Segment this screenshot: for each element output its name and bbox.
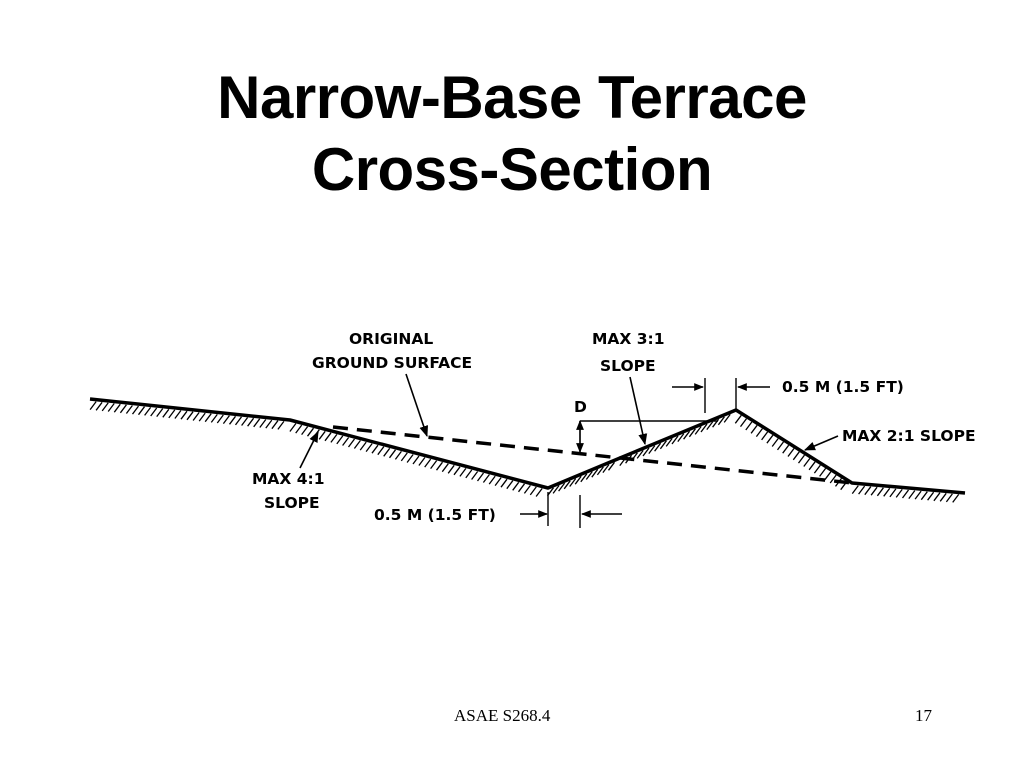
depth-dimension (547, 420, 718, 528)
title-line-2: Cross-Section (311, 136, 713, 203)
original-ground-label-line-2: GROUND SURFACE (312, 354, 472, 372)
max-4-1-label-line-2: SLOPE (264, 494, 320, 512)
ridge-width-dimension (672, 378, 770, 413)
max-3-1-label-line-2: SLOPE (600, 357, 656, 375)
footer-source: ASAE S268.4 (454, 706, 551, 725)
original-ground-surface-line (332, 425, 853, 485)
soil-hatching (89, 401, 960, 503)
original-ground-label-line-1: ORIGINAL (349, 330, 433, 348)
original-ground-leader (405, 373, 429, 438)
slide-title: Narrow-Base Terrace Cross-Section (0, 62, 1024, 206)
max-2-1-slope-leader (803, 435, 839, 451)
max-3-1-label-line-1: MAX 3:1 (592, 330, 665, 348)
title-line-1: Narrow-Base Terrace (217, 64, 807, 131)
ridge-width-label: 0.5 M (1.5 FT) (782, 378, 904, 396)
max-4-1-slope-leader (299, 430, 319, 469)
max-2-1-slope-label: MAX 2:1 SLOPE (842, 427, 976, 445)
depth-label: D (574, 398, 587, 416)
page-number: 17 (915, 706, 932, 725)
max-3-1-slope-leader (629, 376, 648, 446)
max-4-1-label-line-1: MAX 4:1 (252, 470, 325, 488)
channel-width-label: 0.5 M (1.5 FT) (374, 506, 496, 524)
